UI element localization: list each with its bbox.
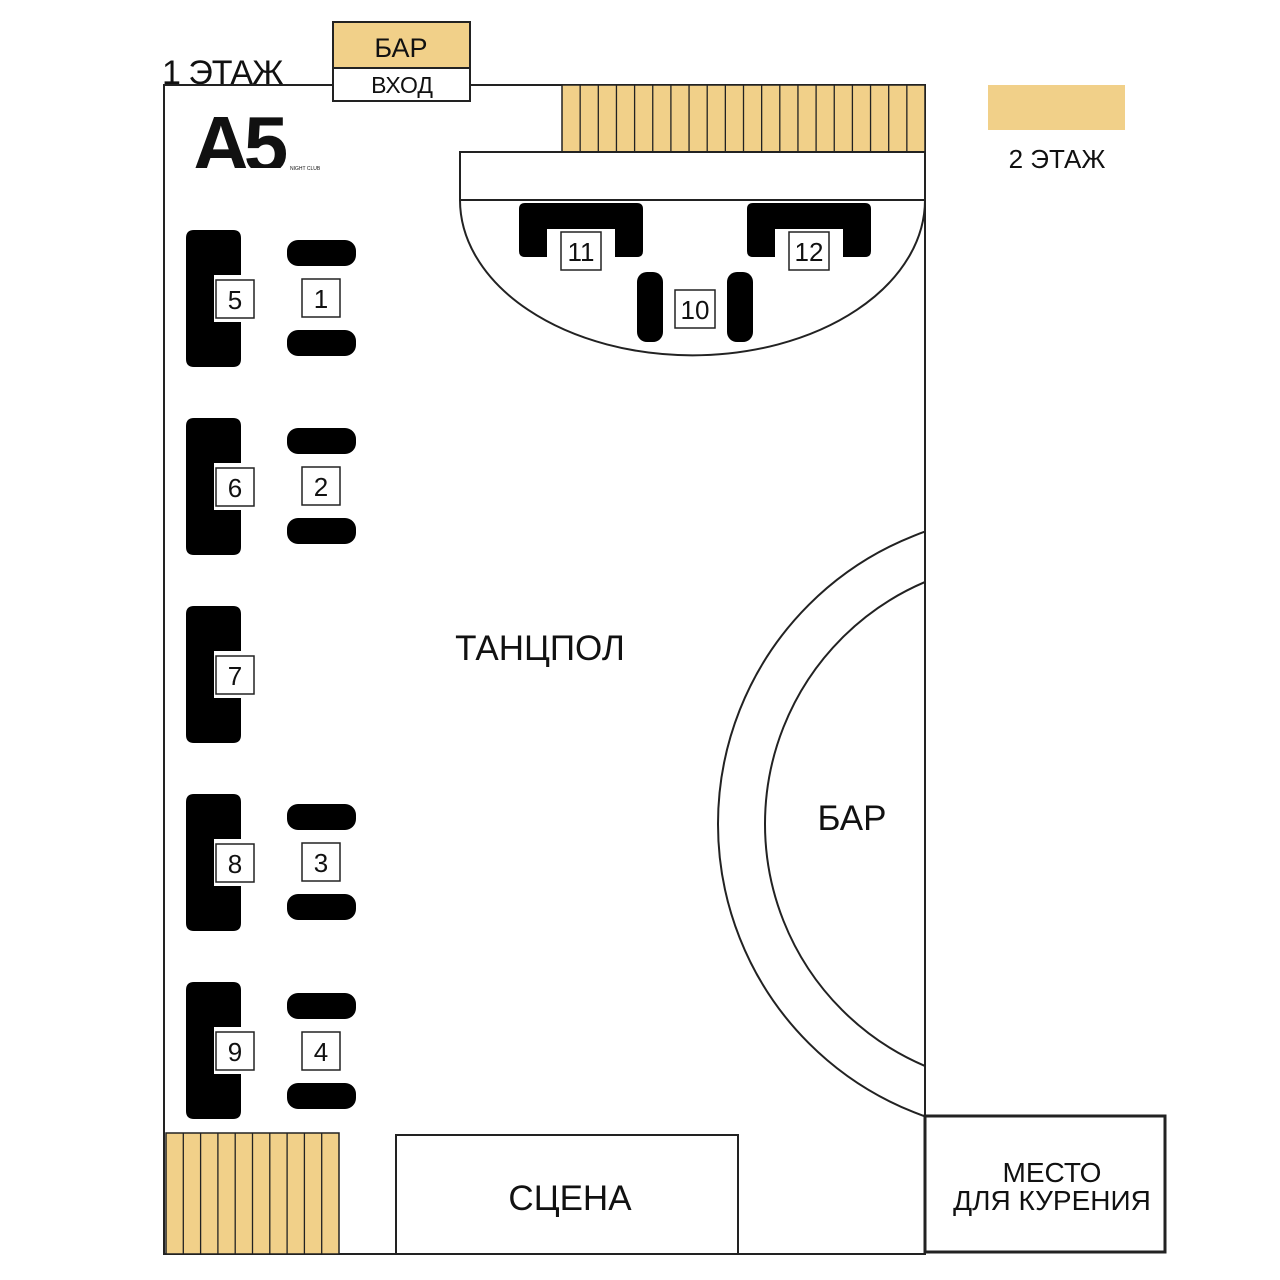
stairs-bottom <box>165 1132 340 1255</box>
table-number-box <box>301 278 341 318</box>
bench-icon <box>287 518 356 544</box>
bar-inner-arc <box>764 580 925 1068</box>
table-number-box <box>215 655 255 695</box>
top-bar-block: БАР ВХОД <box>332 21 471 102</box>
table-4[interactable]: 4 <box>287 993 356 1109</box>
table-12[interactable]: 12 <box>747 203 871 271</box>
table-number: 2 <box>314 472 328 502</box>
smoking-area[interactable] <box>923 1114 1167 1254</box>
table-7[interactable]: 7 <box>186 606 255 743</box>
sofa-icon <box>519 203 643 257</box>
vip-stage-arc <box>459 199 926 357</box>
entrance[interactable] <box>332 67 471 102</box>
table-10[interactable]: 10 <box>637 272 753 342</box>
bench-icon <box>637 272 663 342</box>
table-number: 9 <box>228 1037 242 1067</box>
smoking-label-line1: МЕСТО <box>1003 1157 1102 1188</box>
table-number-box <box>215 467 255 507</box>
table-number: 8 <box>228 849 242 879</box>
bench-icon <box>727 272 753 342</box>
smoking-label-line2: ДЛЯ КУРЕНИЯ <box>953 1185 1151 1216</box>
table-number: 7 <box>228 661 242 691</box>
table-number-box <box>215 843 255 883</box>
sofa-icon <box>186 606 241 743</box>
table-number-box <box>215 279 255 319</box>
entrance-label: ВХОД <box>371 72 433 98</box>
table-number: 1 <box>314 284 328 314</box>
bench-icon <box>287 804 356 830</box>
table-6[interactable]: 6 <box>186 418 255 555</box>
table-number: 6 <box>228 473 242 503</box>
table-number-box <box>674 289 716 329</box>
sofa-icon <box>186 794 241 931</box>
legend-swatch <box>988 85 1125 130</box>
bench-icon <box>287 993 356 1019</box>
bench-icon <box>287 240 356 266</box>
table-number: 4 <box>314 1037 328 1067</box>
bar-outer-arc <box>717 530 925 1118</box>
sofa-icon <box>186 982 241 1119</box>
table-number: 10 <box>681 295 710 325</box>
a5-logo: A5 NIGHT CLUB <box>188 100 321 189</box>
legend-label: 2 ЭТАЖ <box>1009 144 1106 174</box>
table-number: 5 <box>228 285 242 315</box>
table-number-box <box>215 1031 255 1071</box>
stage[interactable] <box>395 1134 739 1255</box>
logo-subtitle: NIGHT CLUB <box>290 166 321 172</box>
bench-icon <box>287 428 356 454</box>
table-1[interactable]: 1 <box>287 240 356 356</box>
floor-label: 1 ЭТАЖ <box>162 54 283 92</box>
table-9[interactable]: 9 <box>186 982 255 1119</box>
table-3[interactable]: 3 <box>287 804 356 920</box>
sofa-icon <box>186 418 241 555</box>
table-number-box <box>301 466 341 506</box>
table-11[interactable]: 11 <box>519 203 643 271</box>
second-floor-bar-label: БАР <box>374 33 427 63</box>
sofa-icon <box>747 203 871 257</box>
table-2[interactable]: 2 <box>287 428 356 544</box>
table-number-box <box>788 231 830 271</box>
main-bar <box>717 530 925 1118</box>
bar-label: БАР <box>818 799 887 838</box>
table-number: 3 <box>314 848 328 878</box>
bench-icon <box>287 330 356 356</box>
table-number-box <box>560 231 602 271</box>
sofa-icon <box>186 230 241 367</box>
vip-bench <box>459 151 926 201</box>
bench-icon <box>287 1083 356 1109</box>
dancefloor-label: ТАНЦПОЛ <box>455 629 625 668</box>
table-8[interactable]: 8 <box>186 794 255 931</box>
bench-icon <box>287 894 356 920</box>
table-number: 12 <box>795 237 824 267</box>
table-5[interactable]: 5 <box>186 230 255 367</box>
table-number-box <box>301 842 341 882</box>
stairs-top <box>561 84 926 153</box>
table-number-box <box>301 1031 341 1071</box>
logo-text: A5 <box>192 100 287 189</box>
table-number: 11 <box>568 237 595 267</box>
stage-label: СЦЕНА <box>508 1179 632 1218</box>
